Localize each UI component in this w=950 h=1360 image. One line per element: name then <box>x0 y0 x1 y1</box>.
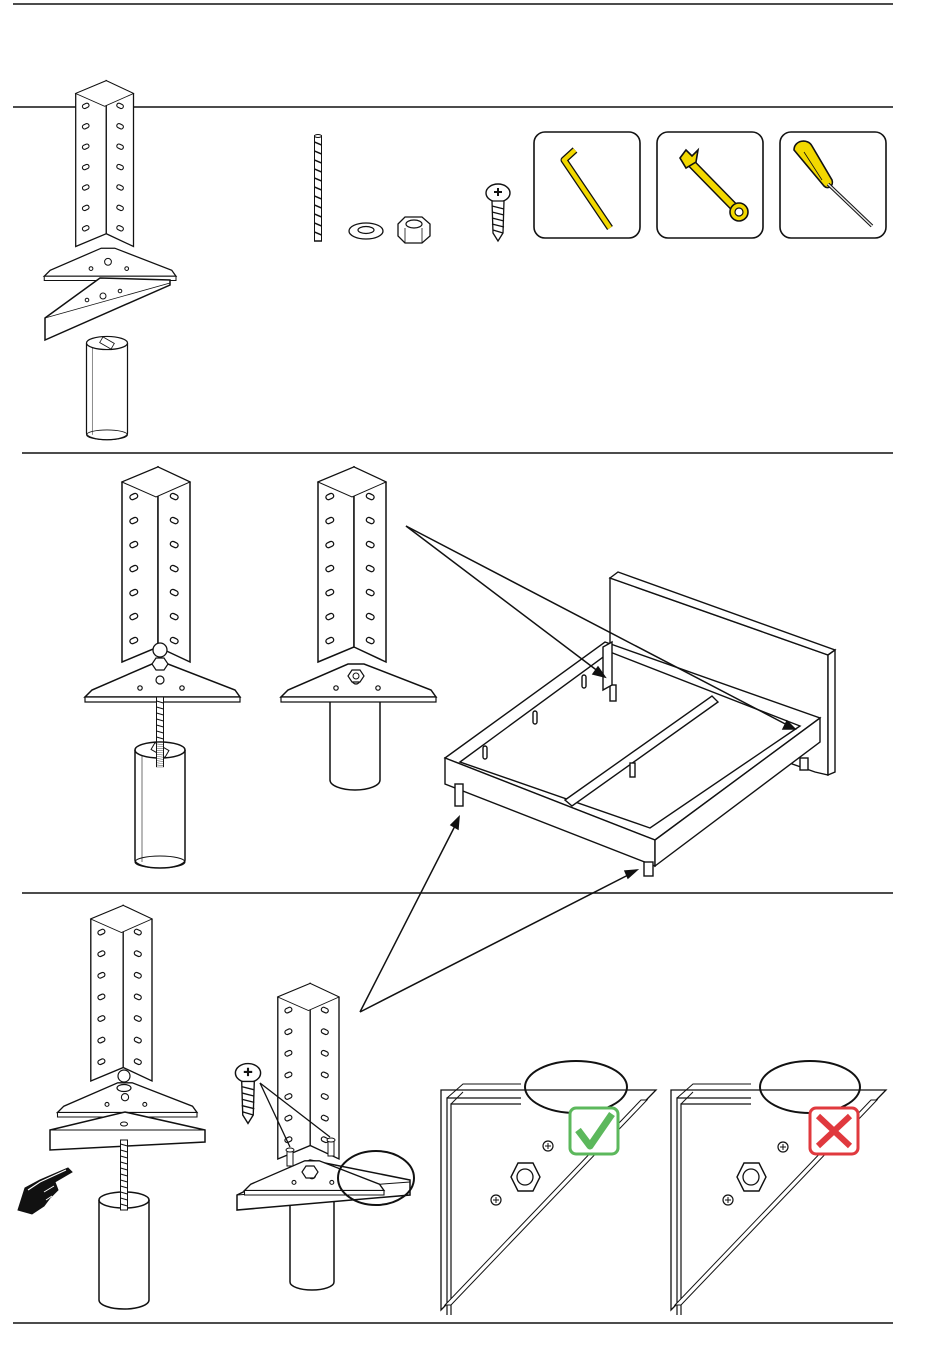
screw-small-right <box>327 1138 335 1156</box>
hex-nut-top <box>737 1163 766 1191</box>
screw-small-left <box>286 1148 294 1166</box>
attach-legs-section <box>85 467 835 1012</box>
plate-and-screws-section <box>18 906 886 1316</box>
cross-icon <box>810 1108 858 1154</box>
bracket-plate-screws-assembled <box>235 984 414 1291</box>
washer-part <box>349 223 383 239</box>
hex-nut-part <box>398 217 430 243</box>
correct-placement-detail <box>441 1061 656 1315</box>
pointing-hand-icon <box>18 1168 72 1214</box>
triangle-plate-part <box>45 278 170 340</box>
corner-bracket-part <box>44 81 176 281</box>
tool-allen-key <box>534 132 640 238</box>
bracket-plate-leg-exploded <box>50 906 205 1310</box>
screw-part <box>486 184 510 241</box>
check-icon <box>570 1108 618 1154</box>
hex-nut-top <box>511 1163 540 1191</box>
bed-frame <box>445 572 835 876</box>
parts-section <box>44 81 886 440</box>
tool-wrench <box>657 132 763 238</box>
threaded-rod-part <box>315 135 322 242</box>
tool-screwdriver <box>780 132 886 238</box>
cylinder-leg-part <box>87 336 128 439</box>
incorrect-placement-detail <box>671 1061 886 1315</box>
bracket-with-rod-exploded <box>85 467 240 868</box>
bracket-with-leg-assembled <box>281 467 436 790</box>
